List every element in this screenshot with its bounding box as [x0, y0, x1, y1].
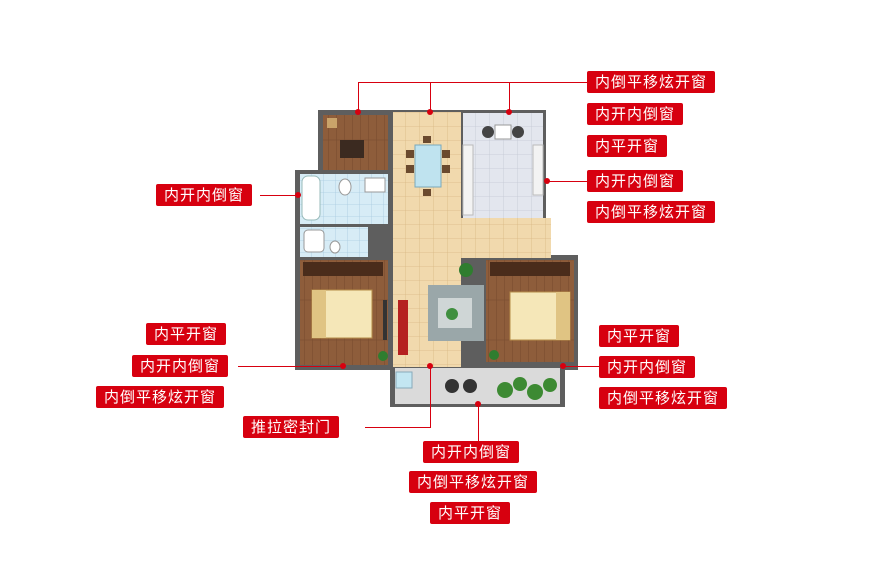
leader-left-lower — [238, 366, 343, 367]
label-left-lower-3: 内倒平移炫开窗 — [96, 386, 225, 408]
leader-right-upper — [547, 181, 587, 182]
leader-door-v — [430, 366, 431, 428]
label-bottom-2: 内倒平移炫开窗 — [409, 471, 538, 493]
label-top-3: 内平开窗 — [587, 135, 668, 157]
dot-left-upper — [295, 192, 301, 198]
label-bottom-3: 内平开窗 — [430, 502, 511, 524]
dot-top-2 — [427, 109, 433, 115]
label-right-upper-2: 内倒平移炫开窗 — [587, 201, 716, 223]
dot-right-upper — [544, 178, 550, 184]
leader-top-v3 — [509, 82, 510, 112]
leader-left-upper — [260, 195, 298, 196]
label-right-lower-1: 内平开窗 — [599, 325, 680, 347]
label-right-lower-3: 内倒平移炫开窗 — [599, 387, 728, 409]
leader-bottom-v — [478, 404, 479, 442]
label-top-2: 内开内倒窗 — [587, 103, 684, 125]
label-left-upper: 内开内倒窗 — [156, 184, 253, 206]
dining-table — [414, 144, 442, 188]
dot-right-lower — [560, 363, 566, 369]
dot-top-1 — [355, 109, 361, 115]
label-bottom-1: 内开内倒窗 — [423, 441, 520, 463]
dot-door — [427, 363, 433, 369]
leader-top-v2 — [430, 82, 431, 112]
label-door: 推拉密封门 — [243, 416, 340, 438]
label-right-upper-1: 内开内倒窗 — [587, 170, 684, 192]
leader-right-lower — [563, 366, 599, 367]
label-left-lower-2: 内开内倒窗 — [132, 355, 229, 377]
leader-door — [365, 427, 430, 428]
label-right-lower-2: 内开内倒窗 — [599, 356, 696, 378]
label-top-1: 内倒平移炫开窗 — [587, 71, 716, 93]
leader-top-horizontal — [358, 82, 587, 83]
leader-top-v1 — [358, 82, 359, 112]
dot-bottom — [475, 401, 481, 407]
label-left-lower-1: 内平开窗 — [146, 323, 227, 345]
dot-left-lower — [340, 363, 346, 369]
dot-top-3 — [506, 109, 512, 115]
